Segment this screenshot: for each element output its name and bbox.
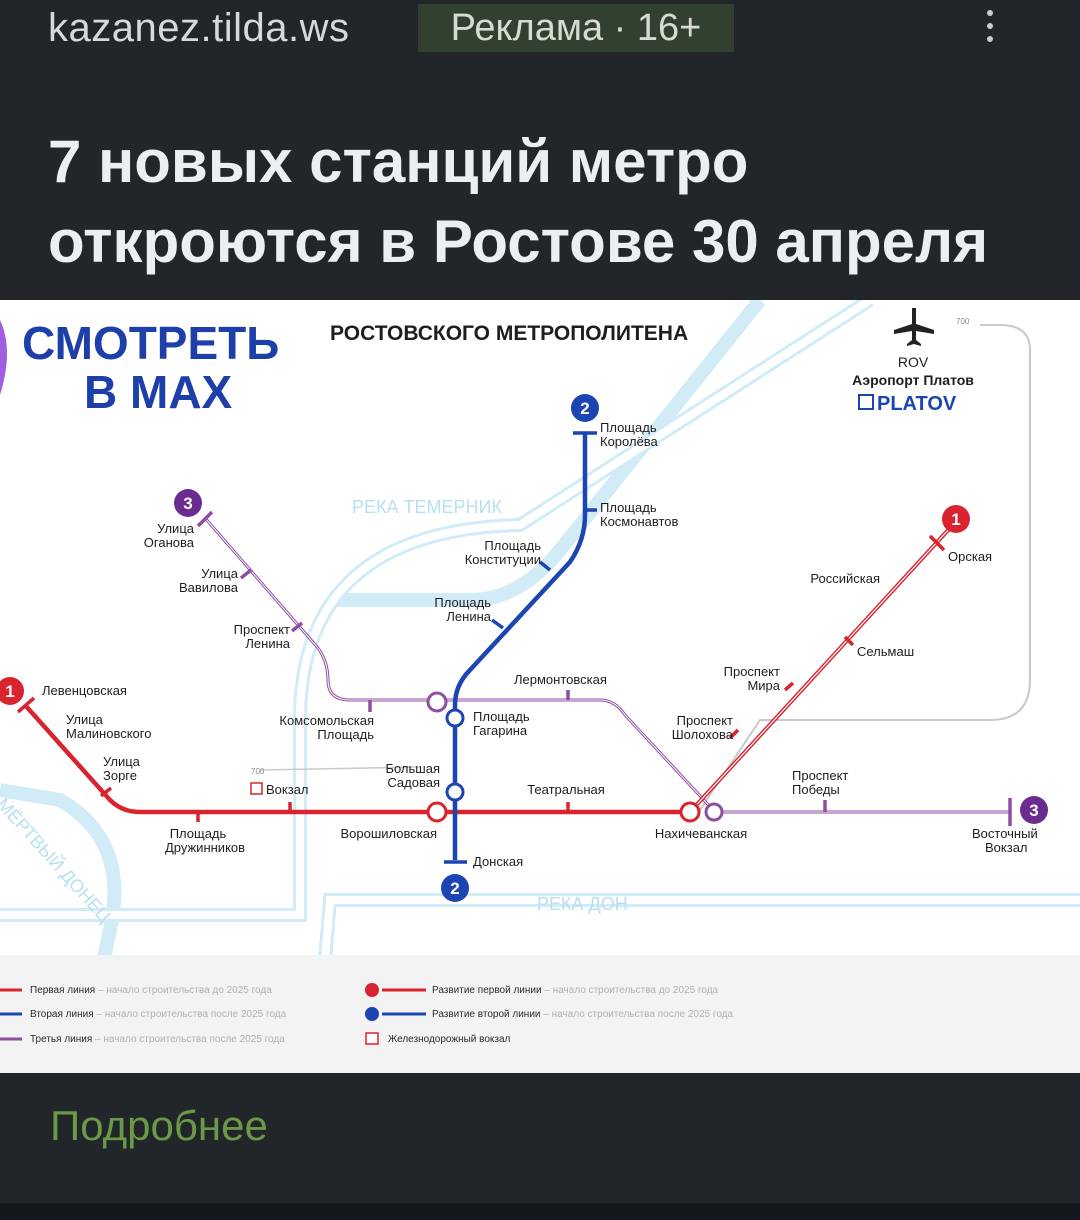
- map-legend: Первая линия – начало строительства до 2…: [0, 955, 1080, 1073]
- svg-text:Лермонтовская: Лермонтовская: [514, 672, 607, 687]
- headline-line-1: 7 новых станций метро: [48, 128, 749, 195]
- svg-text:Вторая линия – начало строител: Вторая линия – начало строительства посл…: [30, 1009, 287, 1020]
- svg-text:1: 1: [951, 510, 960, 529]
- svg-text:Первая линия – начало строител: Первая линия – начало строительства до 2…: [30, 985, 272, 996]
- svg-text:Ворошиловская: Ворошиловская: [340, 826, 437, 841]
- svg-text:Российская: Российская: [810, 571, 880, 586]
- svg-text:Третья линия – начало строител: Третья линия – начало строительства посл…: [30, 1034, 285, 1045]
- airport-block: ROV Аэропорт Платов PLATOV: [852, 308, 974, 415]
- svg-text:2: 2: [580, 399, 589, 418]
- river-temernik-label: РЕКА ТЕМЕРНИК: [352, 497, 502, 517]
- svg-text:Вокзал: Вокзал: [266, 782, 309, 797]
- svg-text:Сельмаш: Сельмаш: [857, 644, 914, 659]
- vokzal-train-note: 700: [251, 767, 265, 776]
- more-options-icon[interactable]: [980, 10, 1000, 50]
- headline-line-2: откроются в Ростове 30 апреля: [48, 208, 989, 275]
- metro-map-image[interactable]: РЕКА ТЕМЕРНИК РЕКА ДОН МЁРТВЫЙ ДОНЕЦ 700…: [0, 300, 1080, 1073]
- svg-text:ROV: ROV: [898, 354, 929, 370]
- river-mertvy-label: МЁРТВЫЙ ДОНЕЦ: [0, 794, 115, 927]
- ad-headline[interactable]: 7 новых станций метро откроются в Ростов…: [48, 122, 1048, 282]
- svg-text:3: 3: [183, 494, 192, 513]
- airplane-icon: [894, 308, 934, 346]
- svg-text:Театральная: Театральная: [527, 782, 605, 797]
- bottom-bar: [0, 1203, 1080, 1220]
- airport-train-note: 700: [956, 317, 970, 326]
- svg-text:Левенцовская: Левенцовская: [42, 683, 127, 698]
- ad-badge: Реклама · 16+: [418, 4, 734, 52]
- svg-text:Донская: Донская: [473, 854, 523, 869]
- more-link[interactable]: Подробнее: [50, 1102, 268, 1149]
- river-don-label: РЕКА ДОН: [537, 894, 628, 914]
- line-1: [23, 703, 690, 815]
- airport-rail-line: [699, 324, 1031, 811]
- svg-text:СМОТРЕТЬ: СМОТРЕТЬ: [22, 317, 279, 369]
- svg-text:Развитие второй линии – начало: Развитие второй линии – начало строитель…: [432, 1009, 733, 1020]
- map-header: РОСТОВСКОГО МЕТРОПОЛИТЕНА: [330, 322, 688, 345]
- svg-text:2: 2: [450, 879, 459, 898]
- svg-text:В MAX: В MAX: [84, 366, 233, 418]
- line-badges: 2 2 3 3 1 1: [0, 394, 1048, 902]
- svg-text:Аэропорт Платов: Аэропорт Платов: [852, 372, 974, 388]
- ad-header: kazanez.tilda.ws Реклама · 16+: [0, 0, 1080, 60]
- line-2: [452, 433, 588, 860]
- svg-text:Железнодорожный вокзал: Железнодорожный вокзал: [388, 1034, 511, 1045]
- ad-domain[interactable]: kazanez.tilda.ws: [48, 6, 350, 50]
- svg-text:Нахичеванская: Нахичеванская: [655, 826, 747, 841]
- svg-text:3: 3: [1029, 801, 1038, 820]
- svg-text:1: 1: [5, 682, 14, 701]
- svg-text:Развитие первой линии – начало: Развитие первой линии – начало строитель…: [432, 985, 719, 996]
- max-promo[interactable]: СМОТРЕТЬ В MAX: [0, 317, 279, 418]
- svg-text:PLATOV: PLATOV: [877, 393, 957, 415]
- svg-text:Орская: Орская: [948, 549, 992, 564]
